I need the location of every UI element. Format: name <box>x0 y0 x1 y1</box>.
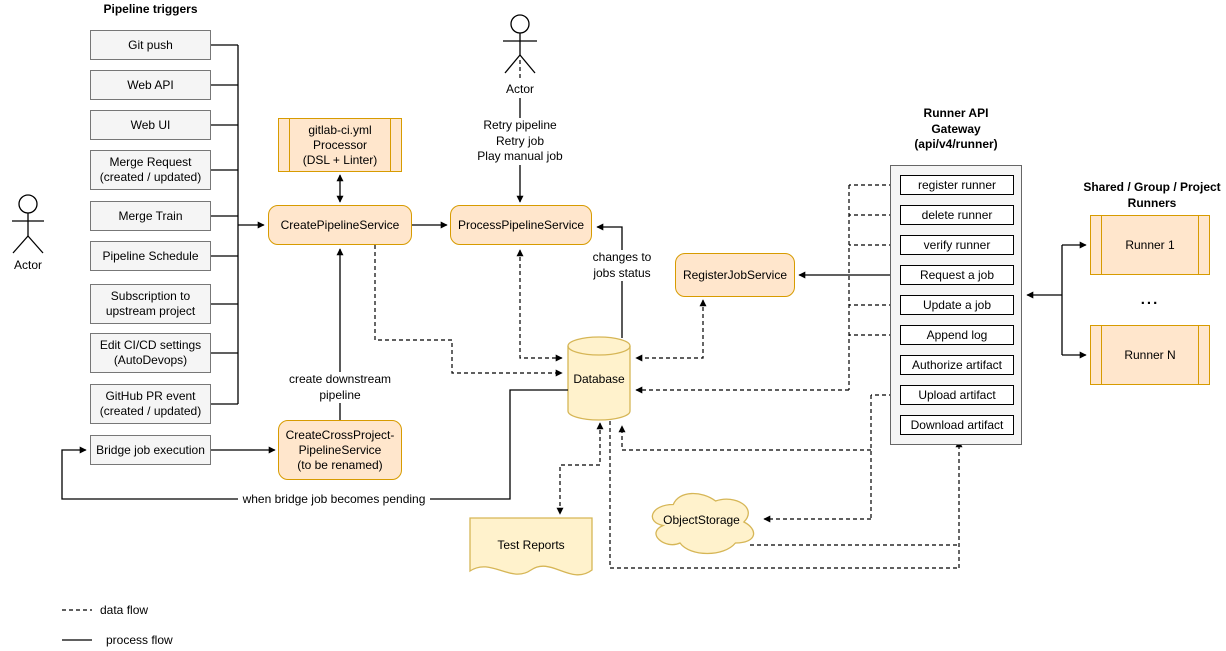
trigger-web-ui: Web UI <box>90 110 211 140</box>
endpoint-register-runner: register runner <box>900 175 1014 195</box>
runner-1-label: Runner 1 <box>1125 237 1175 252</box>
register-job-service: RegisterJobService <box>675 253 795 297</box>
edge-rjs-db <box>635 299 707 362</box>
endpoint-update-a-job: Update a job <box>900 295 1014 315</box>
process-pipeline-service: ProcessPipelineService <box>450 205 592 245</box>
create-downstream-annotation: create downstream pipeline <box>282 372 398 404</box>
create-cross-project-pipeline-service: CreateCrossProject- PipelineService (to … <box>278 420 402 480</box>
left-actor-label: Actor <box>13 258 42 272</box>
endpoint-authorize-artifact: Authorize artifact <box>900 355 1014 375</box>
database-cylinder <box>567 336 631 421</box>
trigger-git-push: Git push <box>90 30 211 60</box>
test-reports-label: Test Reports <box>497 538 565 552</box>
edge-db-test-reports <box>556 422 604 515</box>
endpoint-delete-runner: delete runner <box>900 205 1014 225</box>
when-bridge-annotation: when bridge job becomes pending <box>238 492 430 508</box>
trigger-bus <box>211 44 265 405</box>
data-flow-edges <box>374 184 963 569</box>
edge-upload-artifact <box>618 394 900 523</box>
component-bar-right <box>1198 325 1199 385</box>
object-storage-label: ObjectStorage <box>663 513 740 527</box>
trigger-merge-request: Merge Request (created / updated) <box>90 150 211 190</box>
edge-storage-to-gateway <box>609 421 963 569</box>
runner-n-label: Runner N <box>1124 347 1176 362</box>
component-bar-left <box>289 118 290 172</box>
runner-n: Runner N <box>1090 325 1210 385</box>
runners-ellipsis: ... <box>1140 291 1160 308</box>
edge-pps-db <box>516 249 563 362</box>
actor-actions-annotation: Retry pipeline Retry job Play manual job <box>455 118 585 165</box>
component-bar-left <box>1101 325 1102 385</box>
create-pipeline-service: CreatePipelineService <box>268 205 412 245</box>
endpoint-verify-runner: verify runner <box>900 235 1014 255</box>
top-actor-label: Actor <box>498 82 542 98</box>
endpoint-append-log: Append log <box>900 325 1014 345</box>
endpoint-upload-artifact: Upload artifact <box>900 385 1014 405</box>
trigger-pipeline-schedule: Pipeline Schedule <box>90 241 211 271</box>
gitlab-ci-yml-processor: gitlab-ci.yml Processor (DSL + Linter) <box>278 118 402 172</box>
legend-process-flow-label: process flow <box>106 633 173 647</box>
legend-data-flow-label: data flow <box>100 603 149 617</box>
runner-1: Runner 1 <box>1090 215 1210 275</box>
component-bar-right <box>1198 215 1199 275</box>
trigger-github-pr: GitHub PR event (created / updated) <box>90 384 211 424</box>
top-actor-figure <box>503 14 537 80</box>
component-bar-right <box>390 118 391 172</box>
component-bar-left <box>1101 215 1102 275</box>
changes-jobs-status-annotation: changes to jobs status <box>584 250 660 282</box>
database-label: Database <box>573 372 625 386</box>
bridge-job-execution-box: Bridge job execution <box>90 435 211 465</box>
processor-label: gitlab-ci.yml Processor (DSL + Linter) <box>302 122 378 167</box>
test-reports-document <box>469 517 593 576</box>
left-actor-figure <box>12 194 44 254</box>
edge-cps-to-db <box>374 245 563 377</box>
trigger-edit-cicd: Edit CI/CD settings (AutoDevops) <box>90 333 211 373</box>
runner-api-gateway-title: Runner API Gateway (api/v4/runner) <box>914 106 998 152</box>
object-storage-cloud <box>651 492 755 555</box>
trigger-subscription: Subscription to upstream project <box>90 284 211 324</box>
pipeline-triggers-title: Pipeline triggers <box>103 2 198 16</box>
trigger-merge-train: Merge Train <box>90 201 211 231</box>
endpoint-request-a-job: Request a job <box>900 265 1014 285</box>
edge-db-to-pps-status <box>596 223 623 338</box>
edge-gateway-runners <box>1026 241 1087 359</box>
trigger-web-api: Web API <box>90 70 211 100</box>
runners-title: Shared / Group / Project Runners <box>1083 180 1221 210</box>
legend-lines <box>62 609 92 641</box>
endpoint-download-artifact: Download artifact <box>900 415 1014 435</box>
